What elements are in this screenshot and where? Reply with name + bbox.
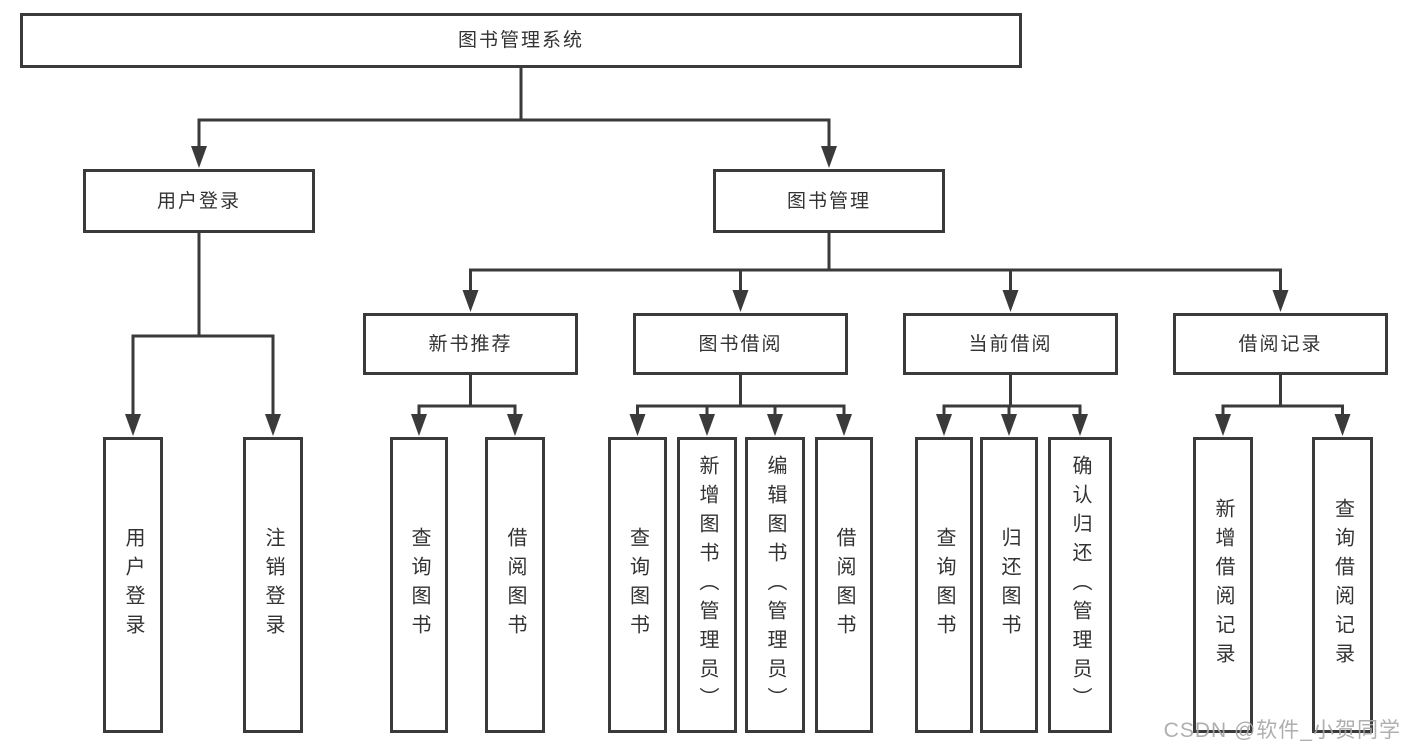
tree-edges — [131, 68, 1344, 416]
node-book-borrowing: 图书借阅 — [633, 313, 848, 375]
leaf-borrow-books-recommend: 借阅图书 — [485, 437, 545, 733]
node-new-book-recommendation: 新书推荐 — [363, 313, 578, 375]
csdn-watermark: CSDN @软件_小贺同学 — [1163, 719, 1401, 742]
node-user-login: 用户登录 — [83, 169, 315, 233]
leaf-add-borrowing-record: 新增借阅记录 — [1193, 437, 1253, 733]
leaf-user-login: 用户登录 — [103, 437, 163, 733]
node-borrowing-records: 借阅记录 — [1173, 313, 1388, 375]
leaf-return-books: 归还图书 — [980, 437, 1038, 733]
leaf-query-borrowing-record: 查询借阅记录 — [1312, 437, 1373, 733]
leaf-edit-books-admin: 编辑图书（管理员） — [745, 437, 805, 733]
arrowheads — [125, 146, 1351, 436]
node-current-borrowing: 当前借阅 — [903, 313, 1118, 375]
leaf-query-books-current: 查询图书 — [915, 437, 973, 733]
leaf-borrow-books-borrowing: 借阅图书 — [815, 437, 873, 733]
leaf-query-books-borrowing: 查询图书 — [608, 437, 667, 733]
leaf-confirm-return-admin: 确认归还（管理员） — [1048, 437, 1112, 733]
node-book-management: 图书管理 — [713, 169, 945, 233]
node-library-management-system: 图书管理系统 — [20, 13, 1022, 68]
leaf-add-books-admin: 新增图书（管理员） — [677, 437, 737, 733]
leaf-query-books-recommend: 查询图书 — [390, 437, 448, 733]
leaf-logout-login: 注销登录 — [243, 437, 303, 733]
